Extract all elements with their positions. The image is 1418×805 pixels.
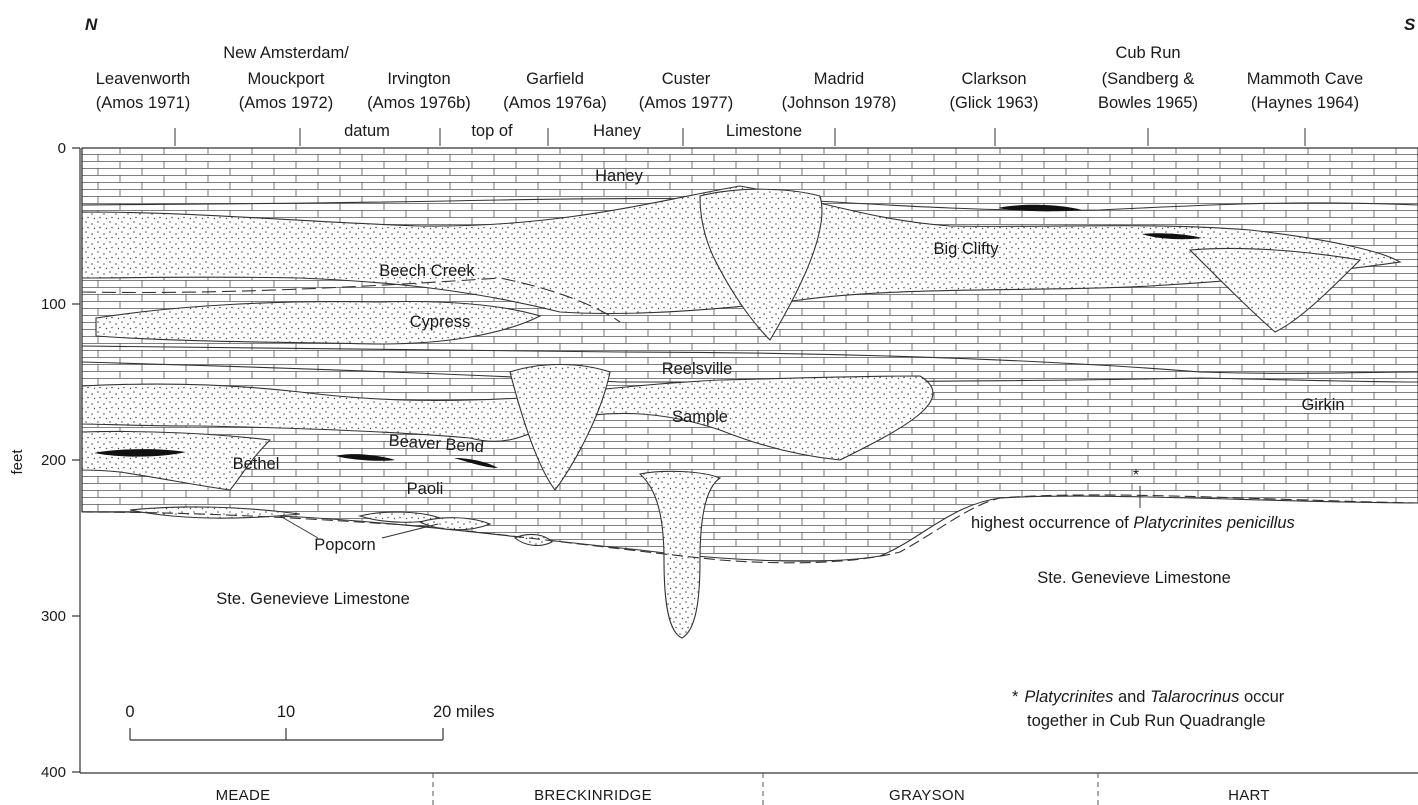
datum-word-limestone: Limestone [726,122,802,140]
label-girkin: Girkin [1301,396,1344,414]
label-ste-genevieve-left: Ste. Genevieve Limestone [216,590,410,608]
section-leavenworth-ref: (Amos 1971) [96,94,190,112]
section-leavenworth-name: Leavenworth [96,70,190,88]
county-hart: HART [1228,787,1270,804]
y-axis-label: feet [9,449,26,475]
scale-tick-20: 20 miles [433,703,494,721]
south-label: S [1404,15,1416,34]
section-headers: Leavenworth (Amos 1971) New Amsterdam/ M… [96,44,1363,112]
section-mouckport-ref: (Amos 1972) [239,94,333,112]
y-tick-100: 100 [41,296,66,313]
section-custer-name: Custer [662,70,711,88]
y-tick-400: 400 [41,764,66,781]
note-tail: occur [1239,688,1284,706]
y-axis: 0 100 200 300 400 feet [9,140,80,781]
section-garfield-name: Garfield [526,70,584,88]
datum-word-topof: top of [471,122,513,140]
county-dividers [433,773,1098,805]
scale-bar: 0 10 20 miles [125,703,494,740]
section-irvington-name: Irvington [387,70,450,88]
label-big-clifty: Big Clifty [933,240,999,258]
section-custer-ref: (Amos 1977) [639,94,733,112]
section-cubrun-ref2: Bowles 1965) [1098,94,1198,112]
label-haney: Haney [595,167,643,185]
county-meade: MEADE [216,787,271,804]
occurrence-caption: highest occurrence of Platycrinites peni… [971,514,1295,532]
county-breckinridge: BRECKINRIDGE [534,787,652,804]
label-paoli: Paoli [407,480,444,498]
section-cubrun-ref1: (Sandberg & [1102,70,1195,88]
label-beech-creek: Beech Creek [379,262,475,280]
note-star: * [1012,688,1019,706]
occurrence-prefix: highest occurrence of [971,514,1133,532]
section-mammothcave-name: Mammoth Cave [1247,70,1363,88]
county-grayson: GRAYSON [889,787,965,804]
section-madrid-ref: (Johnson 1978) [782,94,897,112]
section-mouckport-name: Mouckport [247,70,324,88]
y-tick-300: 300 [41,608,66,625]
note-taxon1: Platycrinites [1024,688,1113,706]
note-taxon2: Talarocrinus [1150,688,1239,706]
section-clarkson-name: Clarkson [961,70,1026,88]
popcorn-leader-2 [382,524,438,538]
label-popcorn: Popcorn [314,536,375,554]
section-madrid-name: Madrid [814,70,864,88]
section-garfield-ref: (Amos 1976a) [503,94,607,112]
section-mammothcave-ref: (Haynes 1964) [1251,94,1359,112]
section-irvington-ref: (Amos 1976b) [367,94,471,112]
section-newamsterdam-name: New Amsterdam/ [223,44,349,62]
strata [82,148,1418,638]
label-cypress: Cypress [410,313,471,331]
note-line1: * Platycrinites and Talarocrinus occur [1012,688,1285,706]
label-bethel: Bethel [233,455,280,473]
scale-tick-10: 10 [277,703,295,721]
y-tick-200: 200 [41,452,66,469]
north-label: N [85,15,98,34]
section-cubrun-name: Cub Run [1115,44,1180,62]
label-ste-genevieve-right: Ste. Genevieve Limestone [1037,569,1231,587]
datum-word-haney: Haney [593,122,641,140]
label-sample: Sample [672,408,728,426]
occurrence-star: * [1133,467,1139,484]
section-clarkson-ref: (Glick 1963) [950,94,1039,112]
label-reelsville: Reelsville [662,360,733,378]
occurrence-taxon: Platycrinites penicillus [1133,514,1294,532]
scale-tick-0: 0 [125,703,134,721]
note-line2: together in Cub Run Quadrangle [1027,712,1266,730]
datum-word-datum: datum [344,122,390,140]
note-and: and [1113,688,1150,706]
y-tick-0: 0 [58,140,66,157]
